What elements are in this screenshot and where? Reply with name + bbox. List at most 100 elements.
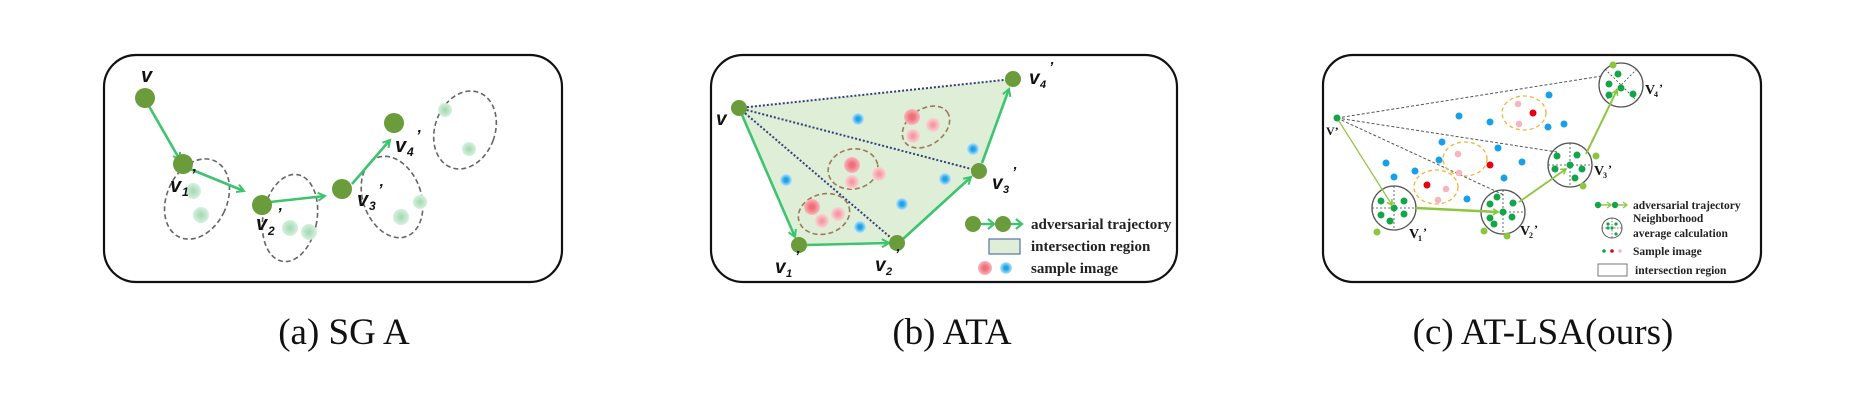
- node-v1: [173, 154, 193, 174]
- label-v: v: [716, 109, 728, 130]
- sample-cluster-1: [1413, 169, 1459, 205]
- svg-text:’: ’: [416, 128, 421, 145]
- panel-frame: [1321, 53, 1763, 284]
- node-v: [731, 100, 747, 116]
- svg-text:2: 2: [267, 224, 275, 238]
- neighborhood-v3: [1547, 142, 1600, 190]
- node-v3: [332, 179, 352, 199]
- label-v4: V4’: [1645, 81, 1663, 99]
- neighborhood-ellipse-1: [163, 158, 231, 240]
- legend-item-intersection-region: intersection region: [1597, 263, 1727, 277]
- svg-text:4: 4: [1654, 90, 1658, 99]
- at-lsa-diagram: V’ V1’ V2’ V3’ V4’ adversarial trajector…: [1321, 53, 1763, 284]
- svg-text:’: ’: [1534, 222, 1538, 236]
- svg-text:4: 4: [406, 145, 414, 159]
- svg-text:V: V: [1409, 227, 1419, 242]
- neighborhood-ellipse-3: [360, 155, 424, 239]
- svg-text:Neighborhood: Neighborhood: [1633, 213, 1704, 225]
- svg-text:’: ’: [795, 248, 800, 265]
- blue-samples: [1382, 91, 1568, 203]
- legend-item-sample-image: sample image: [978, 261, 1118, 277]
- svg-text:1: 1: [182, 185, 189, 199]
- node-v2: [252, 195, 272, 215]
- sample-cluster-2: [1442, 141, 1488, 177]
- svg-text:Sample image: Sample image: [1633, 246, 1702, 258]
- sample-ellipse-3: [901, 105, 951, 149]
- label-v3: V3’: [1594, 162, 1612, 180]
- svg-text:average calculation: average calculation: [1633, 228, 1728, 240]
- svg-text:’: ’: [1659, 81, 1663, 95]
- adversarial-trajectory: [737, 89, 1009, 245]
- adversarial-trajectory: [1336, 88, 1619, 216]
- svg-text:’: ’: [191, 167, 196, 184]
- label-v1: V1’: [1409, 225, 1427, 243]
- neighbor-samples: [185, 103, 476, 240]
- svg-text:adversarial trajectory: adversarial trajectory: [1633, 200, 1741, 212]
- svg-text:’: ’: [1423, 225, 1427, 239]
- panel-frame: [102, 53, 564, 284]
- legend-item-intersection-region: intersection region: [988, 238, 1151, 255]
- svg-text:’: ’: [1012, 164, 1017, 181]
- projection-lines: [738, 78, 1014, 244]
- sample-ellipse-2: [827, 148, 879, 190]
- svg-text:v: v: [395, 135, 408, 157]
- svg-text:v: v: [875, 255, 887, 276]
- sample-ellipse-1: [797, 192, 851, 236]
- svg-text:’: ’: [277, 206, 282, 223]
- node-v4: [1005, 71, 1021, 87]
- caption-sga: (a) SG A: [278, 312, 410, 353]
- node-v: [135, 88, 155, 108]
- svg-text:v: v: [170, 175, 183, 197]
- sample-cluster-3: [1501, 95, 1547, 131]
- legend-item-trajectory: adversarial trajectory: [965, 216, 1172, 233]
- svg-text:V: V: [1645, 83, 1655, 98]
- svg-text:v: v: [357, 189, 370, 211]
- caption-at-lsa: (c) AT-LSA(ours): [1412, 312, 1674, 353]
- svg-text:V: V: [1594, 164, 1604, 179]
- svg-text:v: v: [1029, 68, 1041, 89]
- svg-text:v: v: [775, 257, 787, 278]
- svg-text:’: ’: [378, 182, 383, 199]
- sample-images: [1423, 100, 1537, 204]
- label-v: v: [141, 65, 154, 87]
- svg-text:1: 1: [1418, 234, 1422, 243]
- svg-text:3: 3: [1003, 184, 1009, 196]
- sample-images: [780, 109, 979, 233]
- svg-text:4: 4: [1039, 79, 1046, 91]
- svg-text:’: ’: [895, 246, 900, 263]
- legend: adversarial trajectory Neighborhood aver…: [1594, 200, 1741, 277]
- caption-ata: (b) ATA: [892, 312, 1012, 353]
- svg-text:1: 1: [786, 268, 792, 280]
- svg-text:v: v: [256, 213, 269, 235]
- svg-text:3: 3: [369, 199, 376, 213]
- svg-text:2: 2: [885, 266, 892, 278]
- node-v: [1333, 114, 1341, 122]
- neighborhood-v4: [1598, 61, 1644, 108]
- svg-text:adversarial trajectory: adversarial trajectory: [1031, 217, 1172, 233]
- label-v2: V2’: [1520, 222, 1538, 240]
- svg-text:’: ’: [1608, 162, 1612, 176]
- svg-text:V: V: [1520, 224, 1530, 239]
- legend-item-trajectory: adversarial trajectory: [1594, 200, 1741, 212]
- neighborhood-v2: [1480, 189, 1526, 240]
- svg-text:intersection region: intersection region: [1031, 239, 1151, 255]
- svg-text:2: 2: [1529, 231, 1533, 240]
- legend: adversarial trajectory intersection regi…: [965, 216, 1172, 277]
- legend-item-neighborhood: Neighborhood average calculation: [1601, 213, 1728, 240]
- svg-text:sample image: sample image: [1031, 261, 1118, 277]
- node-v4: [384, 113, 404, 133]
- svg-text:intersection region: intersection region: [1635, 265, 1727, 277]
- projection-lines: [1336, 75, 1603, 196]
- node-v1: [791, 237, 807, 253]
